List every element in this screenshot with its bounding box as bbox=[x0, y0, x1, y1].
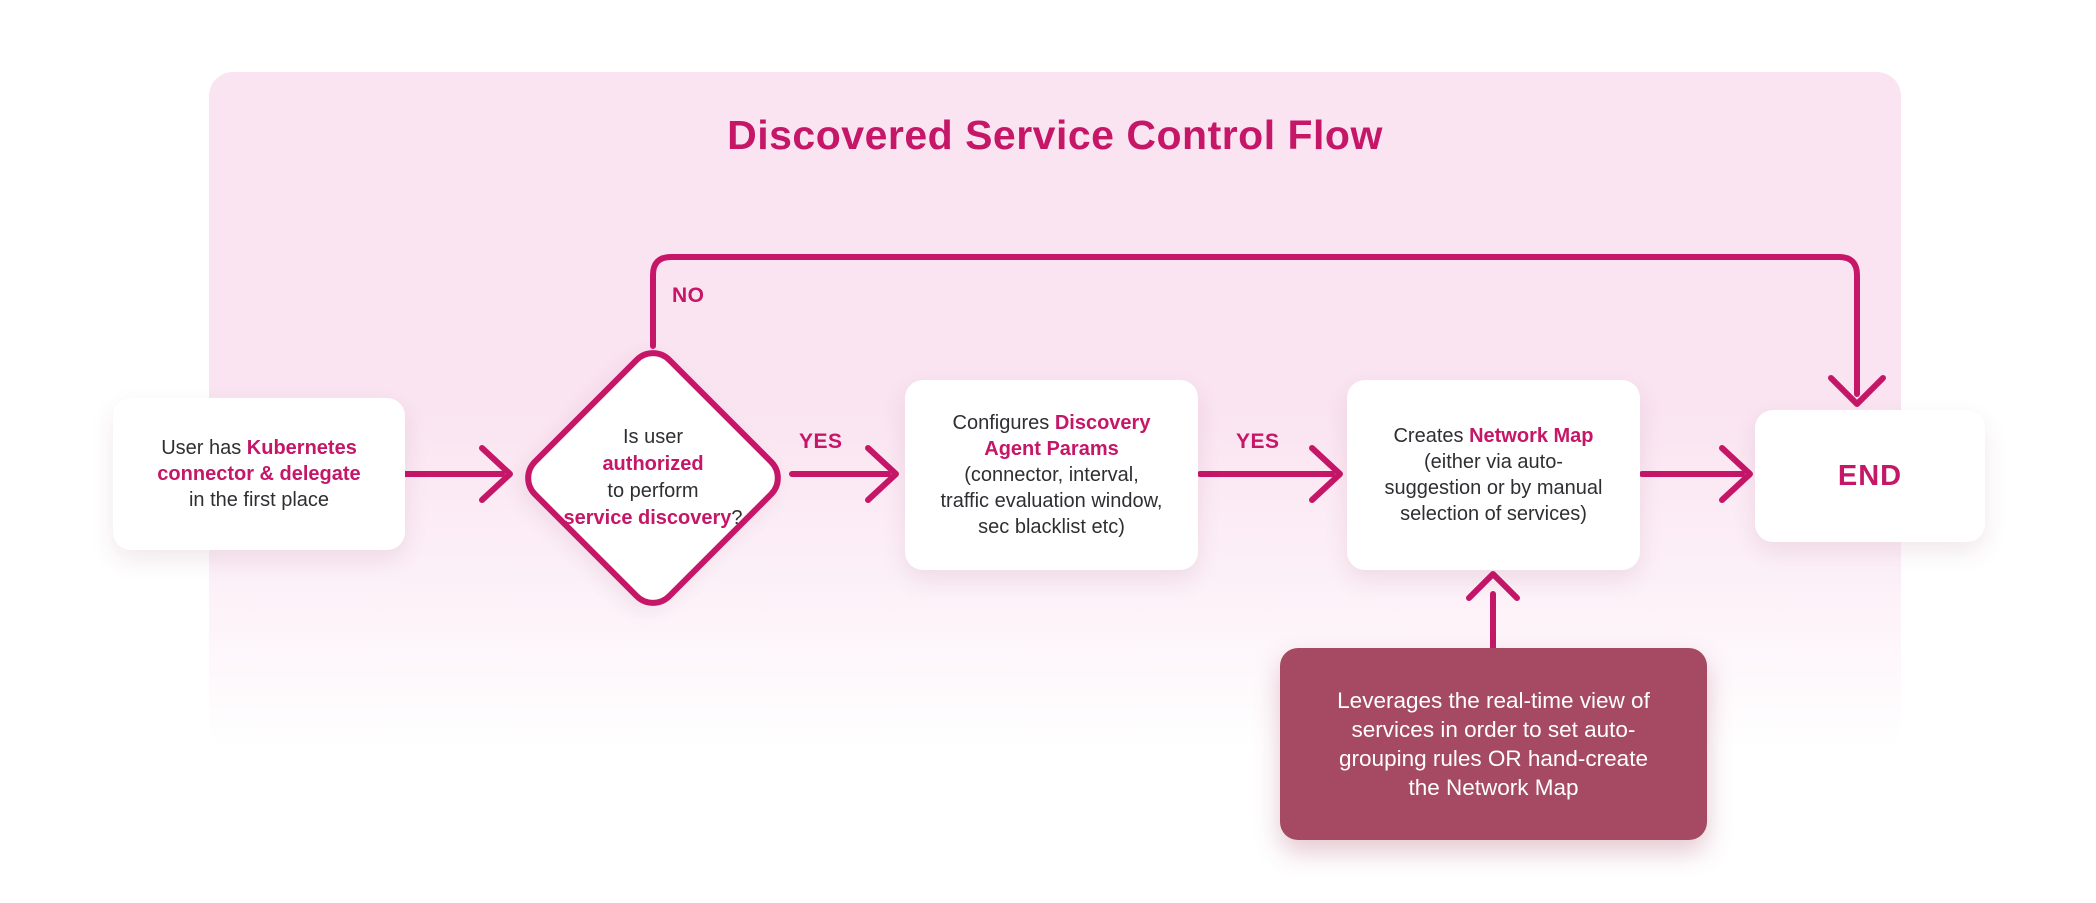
flow-node-decision: Is user authorized to perform service di… bbox=[523, 380, 783, 576]
note-text-line: services in order to set auto- bbox=[1351, 717, 1636, 742]
flowchart-title: Discovered Service Control Flow bbox=[727, 112, 1383, 158]
edge-decision-to-configure bbox=[789, 445, 899, 503]
edge-label-no: NO bbox=[672, 284, 705, 307]
node-text-line: Creates Network Map bbox=[1393, 425, 1594, 447]
node-text-line: sec blacklist etc) bbox=[978, 516, 1125, 538]
node-text-line: authorized bbox=[602, 453, 704, 475]
note-text-line: the Network Map bbox=[1408, 775, 1579, 800]
flow-node-configure-params: Configures Discovery Agent Params (conne… bbox=[905, 380, 1198, 570]
flow-node-end: END bbox=[1755, 410, 1985, 542]
flow-node-start: User has Kubernetes connector & delegate… bbox=[113, 398, 405, 550]
arrowhead-down-icon bbox=[1828, 375, 1886, 407]
edge-create-map-to-end bbox=[1639, 445, 1753, 503]
edge-start-to-decision bbox=[402, 445, 513, 503]
node-text-line: (connector, interval, bbox=[964, 464, 1139, 486]
end-label: END bbox=[1837, 460, 1903, 492]
arrowhead-right-icon bbox=[1719, 445, 1753, 503]
node-text-line: Is user bbox=[622, 426, 684, 448]
node-text-line: User has Kubernetes bbox=[161, 437, 357, 459]
node-text-line: traffic evaluation window, bbox=[940, 490, 1163, 512]
node-text-line: in the first place bbox=[188, 489, 330, 511]
node-text-line: to perform bbox=[607, 480, 699, 502]
node-text-line: Agent Params bbox=[984, 438, 1119, 460]
note-text-line: grouping rules OR hand-create bbox=[1339, 746, 1648, 771]
node-text-line: connector & delegate bbox=[157, 463, 361, 485]
edge-configure-to-create-map bbox=[1197, 445, 1343, 503]
flow-note-leverages: Leverages the real-time view of services… bbox=[1280, 648, 1707, 840]
edge-note-to-create-map bbox=[1466, 571, 1520, 651]
edge-decision-no-to-end bbox=[650, 254, 1886, 407]
node-text-line: Configures Discovery bbox=[952, 412, 1151, 434]
flow-node-create-network-map: Creates Network Map (either via auto- su… bbox=[1347, 380, 1640, 570]
edge-label-yes-1: YES bbox=[799, 430, 843, 453]
arrowhead-right-icon bbox=[865, 445, 899, 503]
node-text-line: (either via auto- bbox=[1424, 451, 1563, 473]
arrowhead-up-icon bbox=[1466, 571, 1520, 601]
edge-label-yes-2: YES bbox=[1236, 430, 1280, 453]
arrowhead-right-icon bbox=[1309, 445, 1343, 503]
note-text-line: Leverages the real-time view of bbox=[1337, 688, 1650, 713]
node-text-line: suggestion or by manual bbox=[1384, 477, 1603, 499]
node-text-line: selection of services) bbox=[1400, 503, 1587, 525]
node-text-line: service discovery? bbox=[563, 507, 743, 529]
arrowhead-right-icon bbox=[479, 445, 513, 503]
